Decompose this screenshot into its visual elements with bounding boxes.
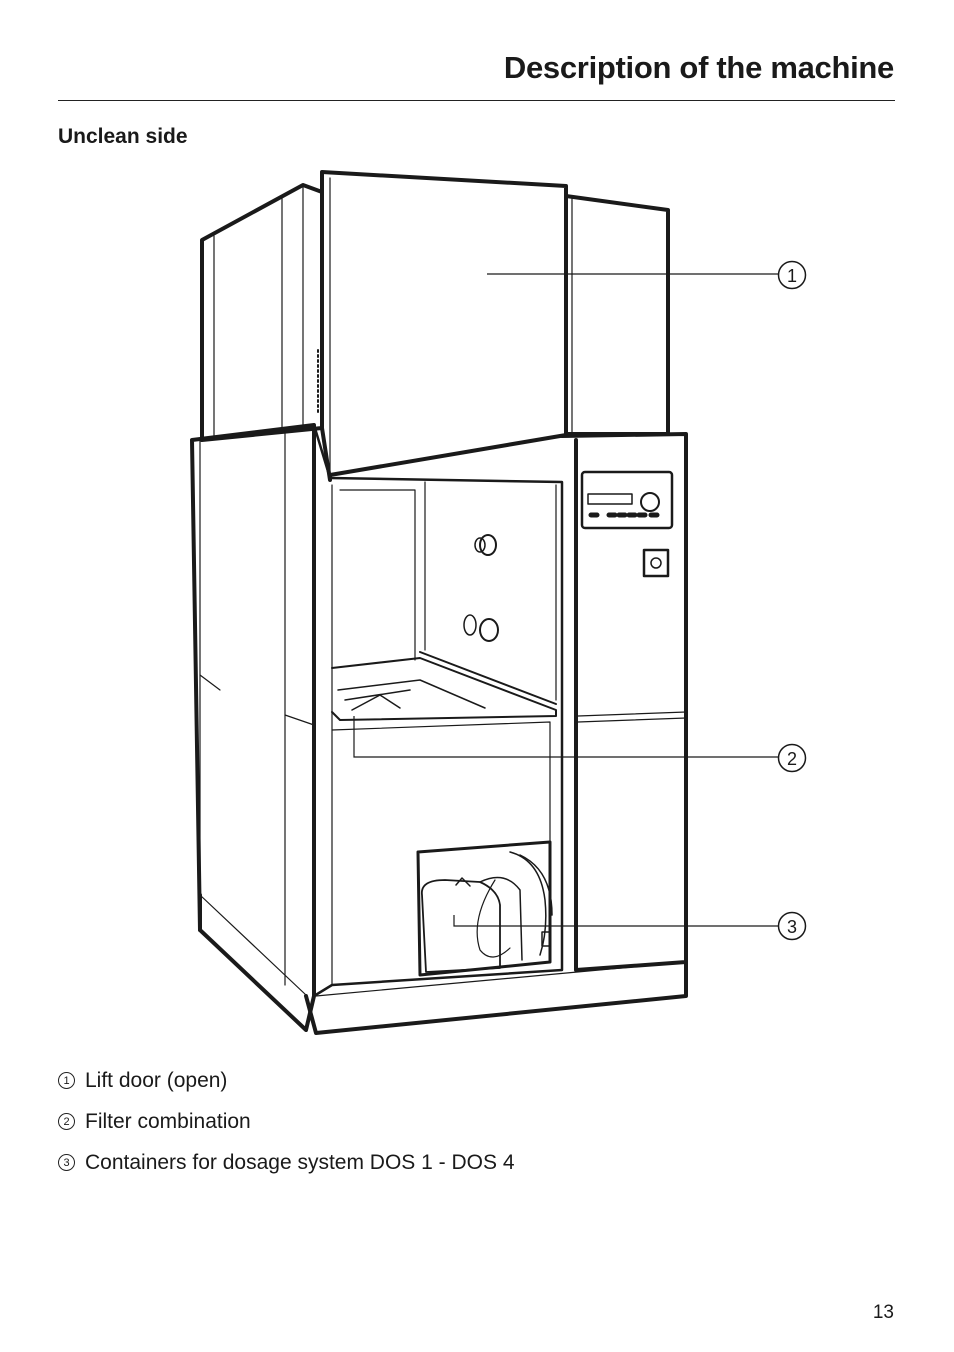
housing-right-panel bbox=[564, 194, 670, 436]
callout-leader-2 bbox=[353, 716, 779, 758]
callout-label-1: 1 bbox=[787, 266, 797, 286]
callout-marker-1: 1 bbox=[777, 260, 807, 290]
legend-marker-1: 1 bbox=[58, 1072, 75, 1089]
display-window bbox=[587, 493, 633, 505]
callout-label-3: 3 bbox=[787, 917, 797, 937]
lift-door bbox=[320, 170, 568, 482]
legend-text-lift-door: Lift door (open) bbox=[85, 1068, 228, 1092]
nozzle-lower bbox=[479, 618, 499, 642]
legend-item: 3 Containers for dosage system DOS 1 - D… bbox=[58, 1142, 515, 1183]
housing-left-panel bbox=[200, 183, 324, 442]
callout-marker-2: 2 bbox=[777, 743, 807, 773]
legend-marker-3: 3 bbox=[58, 1154, 75, 1171]
dosage-container bbox=[421, 879, 501, 973]
program-knob bbox=[640, 492, 660, 512]
legend-marker-2: 2 bbox=[58, 1113, 75, 1130]
legend-text-filter: Filter combination bbox=[85, 1109, 251, 1133]
section-heading: Unclean side bbox=[58, 125, 188, 148]
chamber-frame bbox=[312, 423, 564, 998]
callout-label-2: 2 bbox=[787, 749, 797, 769]
machine-base bbox=[198, 893, 688, 1035]
lower-body-left bbox=[190, 423, 316, 1032]
filter-tray bbox=[331, 657, 557, 721]
page-title: Description of the machine bbox=[503, 50, 894, 85]
dosage-compartment bbox=[416, 840, 552, 977]
legend-text-containers: Containers for dosage system DOS 1 - DOS… bbox=[85, 1150, 515, 1174]
header-divider bbox=[58, 100, 895, 101]
main-switch bbox=[642, 548, 670, 578]
legend-item: 2 Filter combination bbox=[58, 1101, 515, 1142]
callout-marker-3: 3 bbox=[777, 911, 807, 941]
figure-legend: 1 Lift door (open) 2 Filter combination … bbox=[58, 1060, 515, 1183]
callout-leader-3 bbox=[453, 915, 779, 927]
legend-item: 1 Lift door (open) bbox=[58, 1060, 515, 1101]
control-panel bbox=[580, 470, 674, 530]
page-number: 13 bbox=[872, 1302, 894, 1323]
control-column bbox=[560, 432, 688, 972]
nozzle-upper bbox=[479, 534, 497, 556]
